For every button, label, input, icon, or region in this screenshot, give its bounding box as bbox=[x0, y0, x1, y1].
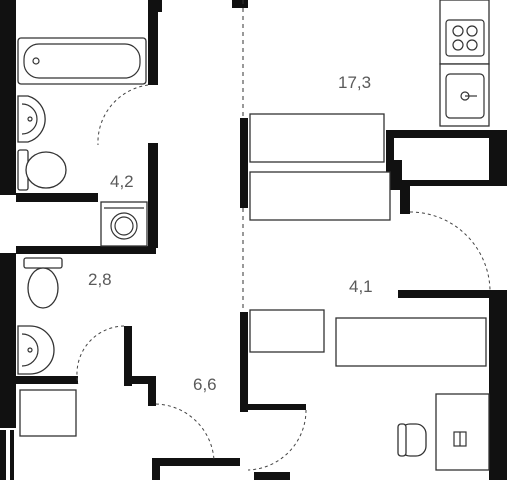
door-arc-wc bbox=[76, 325, 125, 385]
desk-icon bbox=[435, 393, 490, 471]
outer-wall-left-bottom-inner bbox=[10, 430, 14, 480]
wall-hall-bedroom bbox=[246, 404, 306, 410]
wall-center-upper bbox=[240, 118, 248, 208]
wall-kitchen-niche bbox=[386, 130, 394, 165]
wall-entrance-jamb bbox=[152, 458, 160, 480]
wardrobe-icon bbox=[249, 309, 325, 353]
outer-wall-left-bottom bbox=[0, 430, 6, 480]
wall-center-lower bbox=[240, 312, 248, 412]
wall-entrance-right bbox=[254, 472, 290, 480]
door-arc-bathroom bbox=[97, 84, 149, 146]
outer-wall-right-lower bbox=[489, 290, 507, 480]
wall-bedroom-top bbox=[398, 290, 507, 298]
room-area-kitchen-living: 17,3 bbox=[338, 73, 371, 92]
stove-icon bbox=[439, 0, 490, 65]
outer-wall-left-lower bbox=[0, 253, 16, 428]
wall-corridor-top bbox=[400, 180, 507, 186]
wall-wc-door-bottom bbox=[124, 376, 156, 384]
wall-bath-right-top bbox=[152, 0, 162, 12]
wall-wc-door-jamb bbox=[124, 326, 132, 386]
wardrobe-icon bbox=[249, 171, 391, 221]
wall-top-stub bbox=[232, 0, 248, 8]
toilet-icon bbox=[17, 149, 67, 191]
wall-bath-bottom bbox=[16, 193, 98, 202]
sink-icon bbox=[17, 95, 46, 143]
door-arc-corridor bbox=[409, 211, 491, 291]
wardrobe-icon bbox=[335, 317, 487, 367]
chair-icon bbox=[397, 423, 427, 457]
room-area-hallway: 6,6 bbox=[193, 375, 217, 394]
door-arc-bedroom bbox=[247, 409, 307, 471]
wall-corridor-jamb bbox=[400, 186, 410, 214]
wall-bath-right-lower bbox=[148, 143, 158, 248]
kitchen-sink-icon bbox=[439, 63, 490, 127]
room-area-wc: 2,8 bbox=[88, 270, 112, 289]
wall-kitchen-bottom bbox=[386, 130, 507, 138]
outer-wall-left-upper bbox=[0, 0, 16, 195]
wall-bath-right bbox=[148, 0, 158, 85]
wall-entrance bbox=[152, 458, 240, 466]
room-area-hallway-right: 4,1 bbox=[349, 277, 373, 296]
wardrobe-icon bbox=[249, 113, 385, 163]
toilet-icon bbox=[23, 257, 63, 309]
wardrobe-icon bbox=[19, 389, 77, 437]
outer-wall-right-kitchen bbox=[489, 130, 507, 186]
wall-wc-top bbox=[16, 246, 156, 254]
washing-machine-icon bbox=[100, 201, 148, 247]
wall-wc-bottom bbox=[16, 376, 78, 384]
sink-icon bbox=[17, 325, 55, 375]
room-area-bathroom: 4,2 bbox=[110, 172, 134, 191]
wall-hall-left bbox=[148, 376, 156, 406]
door-arc-entrance bbox=[155, 403, 215, 461]
bathtub-icon bbox=[17, 37, 147, 85]
